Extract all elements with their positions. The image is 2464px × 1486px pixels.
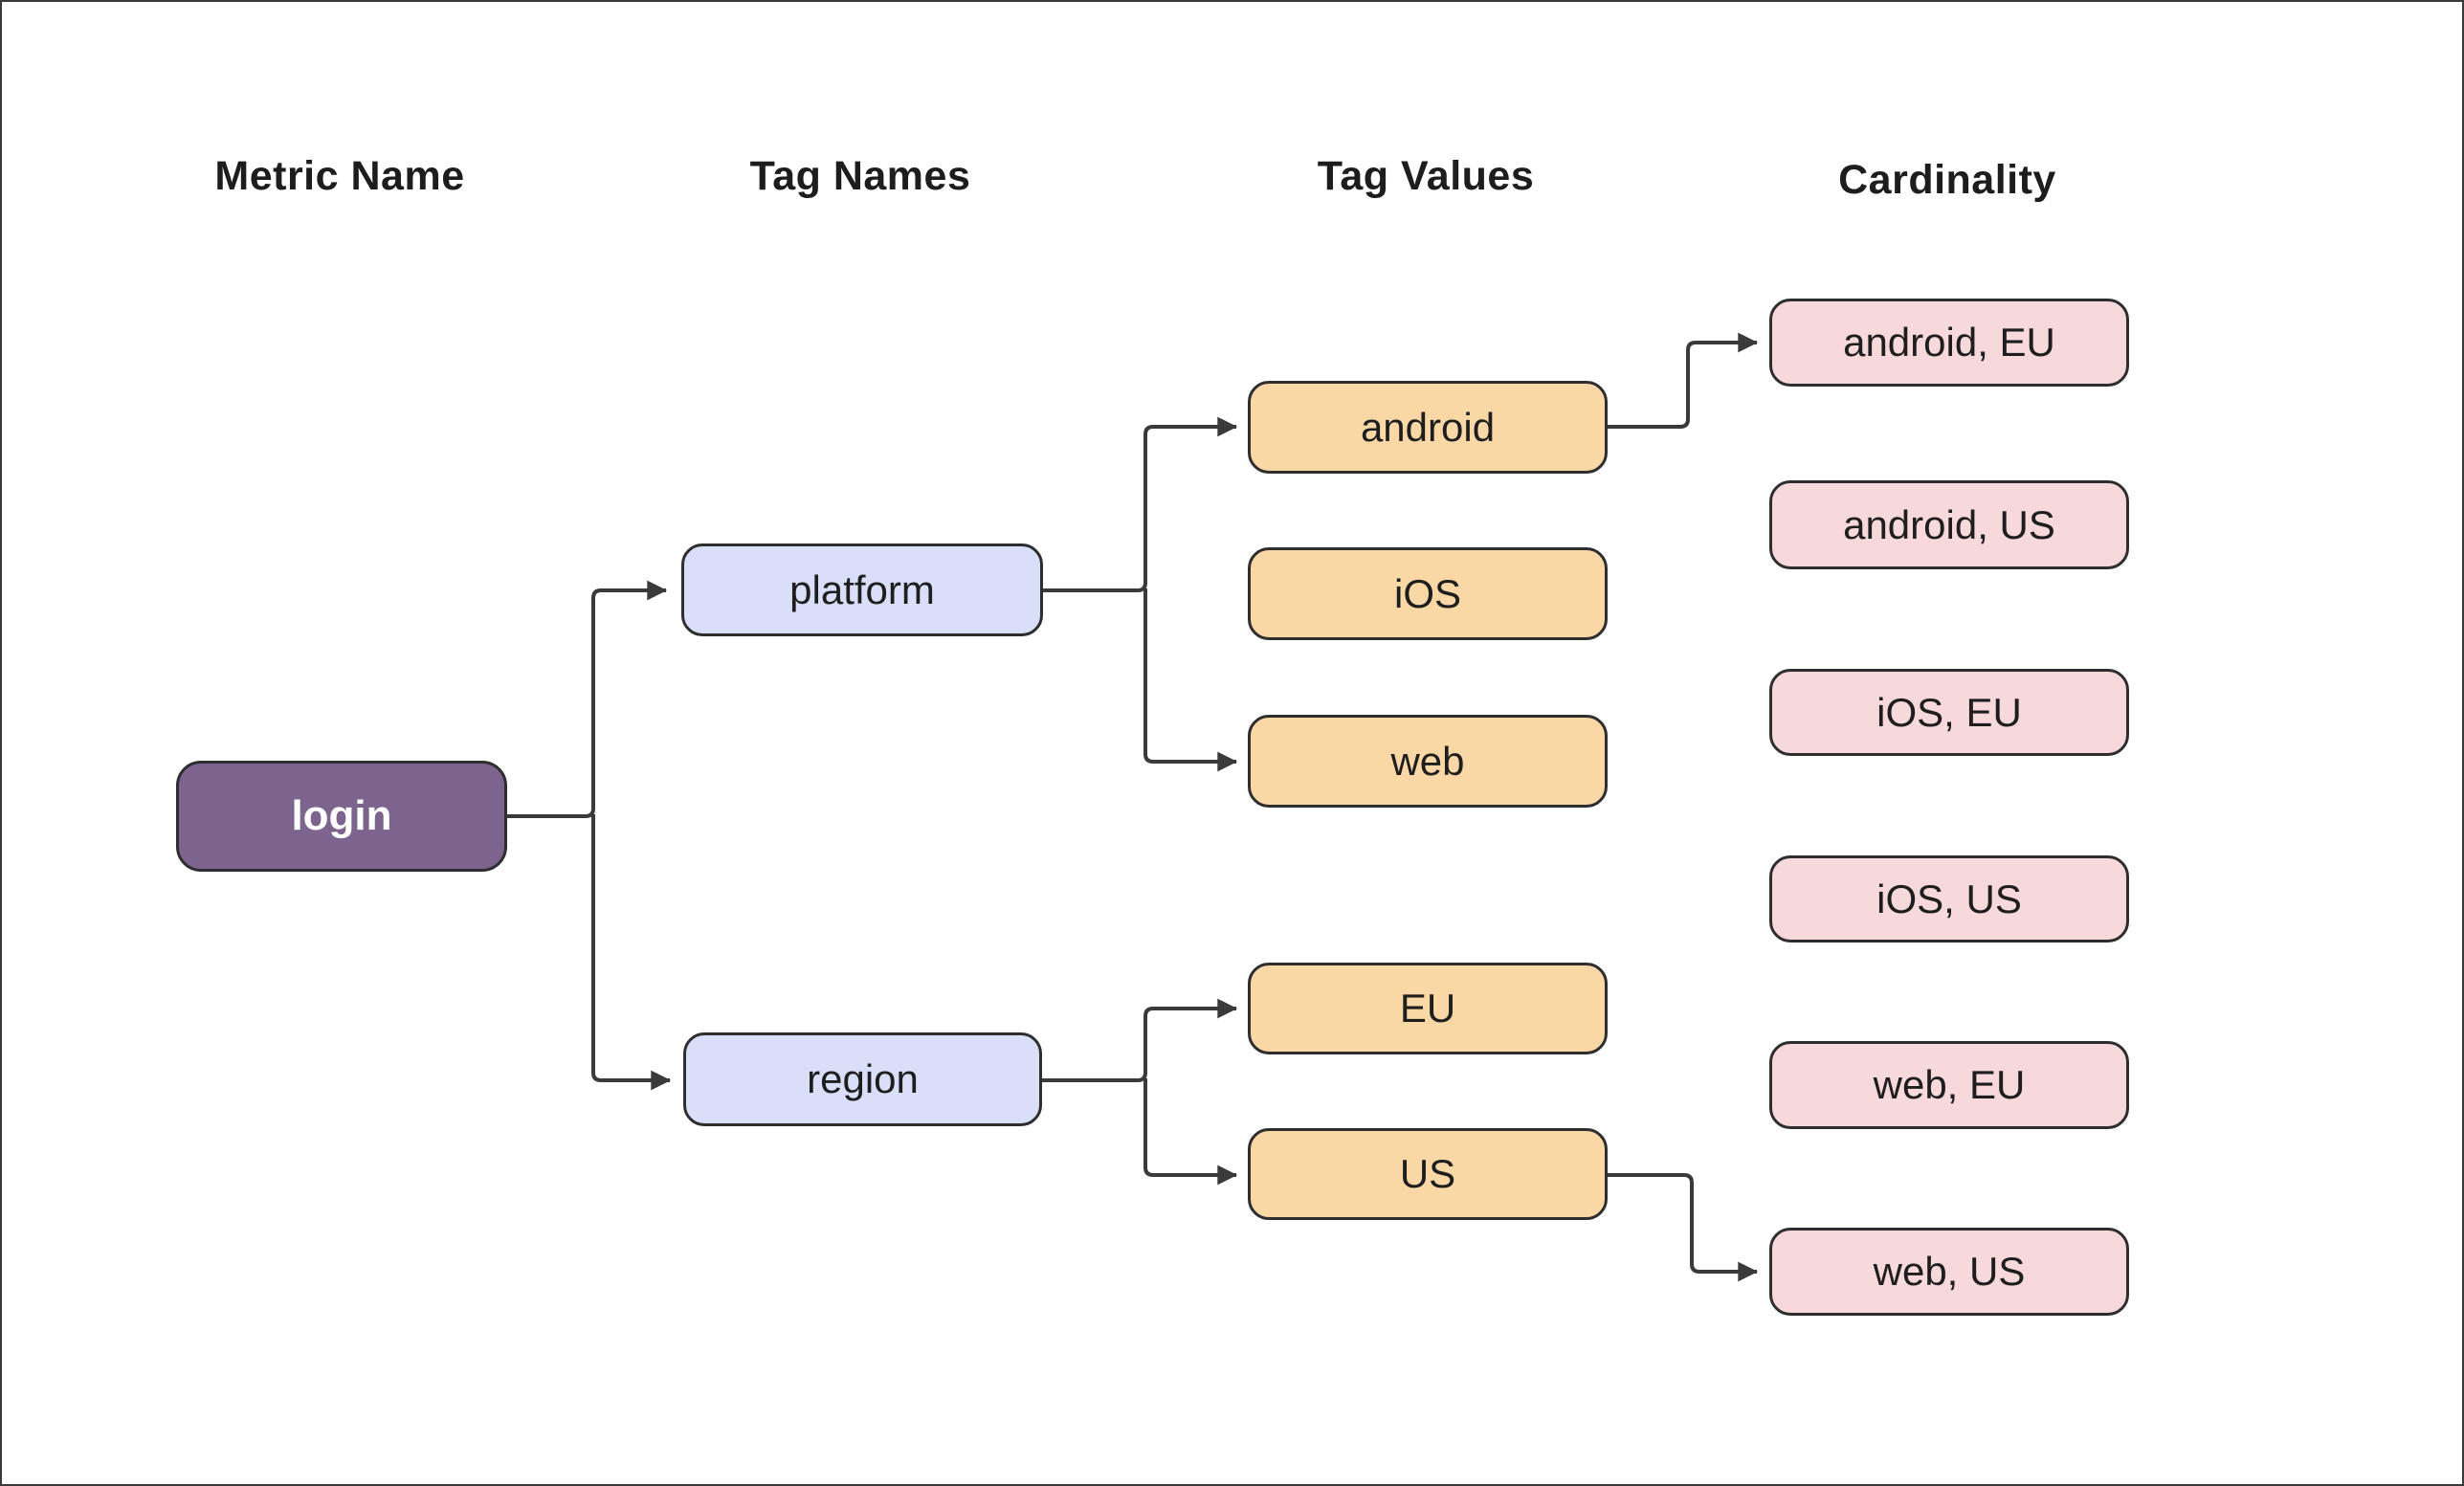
column-header-cardinality: Cardinality [1838,157,2056,203]
node-eu: EU [1248,963,1608,1054]
column-header-tag-names: Tag Names [749,153,971,199]
node-platform: platform [681,543,1043,636]
node-ios-eu: iOS, EU [1769,669,2129,756]
node-web-us: web, US [1769,1228,2129,1316]
node-ios-us: iOS, US [1769,855,2129,943]
node-ios: iOS [1248,547,1608,640]
node-android-us: android, US [1769,480,2129,569]
column-header-tag-values: Tag Values [1317,153,1535,199]
node-web: web [1248,715,1608,808]
node-region: region [683,1032,1042,1126]
node-login: login [176,761,507,872]
node-web-eu: web, EU [1769,1041,2129,1129]
node-android: android [1248,381,1608,474]
node-us: US [1248,1128,1608,1220]
node-android-eu: android, EU [1769,299,2129,387]
column-header-metric-name: Metric Name [214,153,465,199]
